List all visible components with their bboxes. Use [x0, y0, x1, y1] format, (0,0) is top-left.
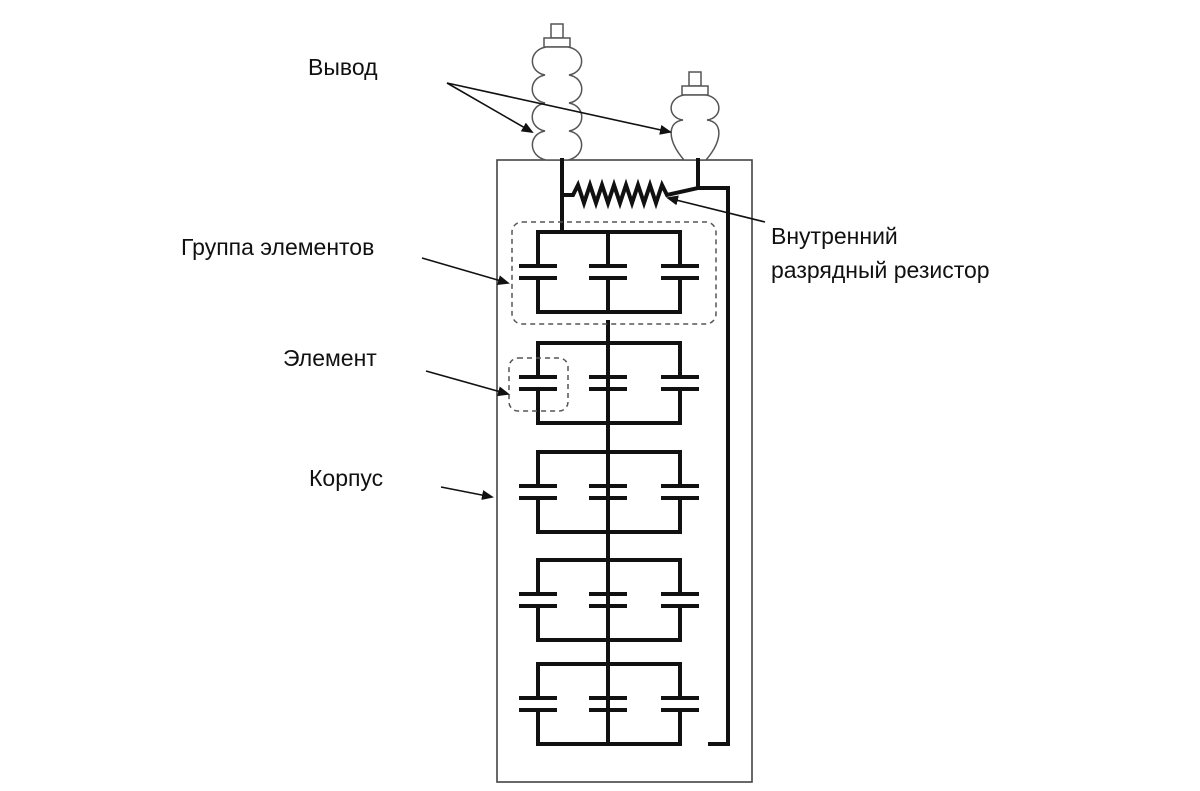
casing-label: Корпус — [309, 465, 384, 491]
resistor-label-line1: Внутренний — [771, 223, 898, 249]
element-highlight — [508, 357, 569, 412]
capacitor-groups — [519, 230, 699, 746]
element-group-label: Группа элементов — [181, 234, 375, 260]
terminal-bushing-left — [531, 23, 583, 161]
capacitor-element — [589, 230, 627, 314]
capacitor-element — [519, 450, 557, 534]
capacitor-element — [519, 558, 557, 642]
capacitor-group — [519, 230, 699, 314]
capacitor-element — [661, 558, 699, 642]
capacitor-element — [589, 558, 627, 642]
capacitor-group — [519, 662, 699, 746]
element-label: Элемент — [283, 345, 377, 371]
capacitor-element — [519, 341, 557, 425]
leader-arrows — [421, 82, 766, 500]
element-group-arrow — [421, 257, 510, 286]
resistor-label-line2: разрядный резистор — [771, 257, 990, 283]
capacitor-element — [589, 450, 627, 534]
capacitor-element — [661, 230, 699, 314]
capacitor-element — [519, 230, 557, 314]
terminal-arrow-left — [446, 82, 534, 133]
element-arrow — [425, 370, 510, 397]
resistor-arrow — [666, 195, 766, 223]
terminal-arrow-right — [446, 82, 672, 135]
casing-outline — [496, 159, 753, 783]
capacitor-element — [589, 341, 627, 425]
capacitor-element — [519, 662, 557, 746]
casing-arrow — [440, 486, 494, 500]
capacitor-group — [519, 341, 699, 425]
capacitor-element — [661, 341, 699, 425]
capacitor-group — [519, 558, 699, 642]
capacitor-element — [661, 662, 699, 746]
terminal-label: Вывод — [308, 54, 378, 80]
element-group-highlight — [511, 221, 717, 325]
capacitor-element — [661, 450, 699, 534]
capacitor-group — [519, 450, 699, 534]
terminal-bushing-right — [670, 71, 720, 161]
capacitor-element — [589, 662, 627, 746]
